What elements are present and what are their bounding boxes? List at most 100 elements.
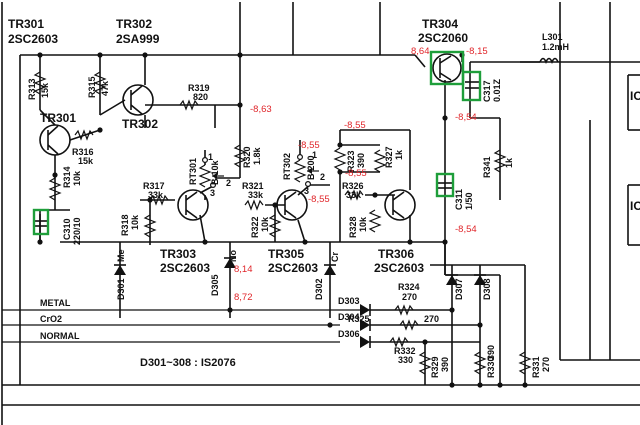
measurement-d305-anode: 8,72 (234, 292, 253, 303)
trimmer-rt302-symbol (293, 154, 319, 188)
resistor-r325 (399, 319, 419, 331)
tr306-part-label: 2SC2603 (374, 261, 424, 275)
diode-symbols (114, 257, 486, 348)
junction-dot (449, 382, 455, 388)
rt301-pin1-label: 1 (208, 152, 213, 162)
tr301-symbol-label: TR301 (40, 111, 76, 125)
r325-value-label: 270 (424, 314, 439, 324)
junction-dot (337, 169, 343, 175)
measurement-r323-top: -8,55 (344, 120, 366, 131)
r315-ref-label: R315 (87, 76, 97, 98)
r327-ref-label: R327 (384, 146, 394, 168)
resistor-r331 (518, 351, 532, 375)
r321-value-label: 33k (248, 190, 264, 200)
c310-value-label: 220/10 (72, 217, 82, 245)
resistor-r314 (48, 177, 62, 201)
r320-ref-label: R320 (242, 146, 252, 168)
measurement-tr304-base: 8,64 (411, 46, 430, 57)
r331-ref-label: R331 (531, 356, 541, 378)
c311-highlight-box (435, 172, 455, 198)
l301-ref-label: L301 (542, 32, 563, 42)
capacitor-c311-symbol (435, 172, 455, 198)
diode-d308 (474, 274, 486, 285)
d303-label: D303 (338, 296, 360, 306)
r331-value-label: 270 (541, 357, 551, 372)
d305-label: D305 (210, 274, 220, 296)
component-labels: TR301 2SC2603 TR302 2SA999 TR301 TR302 T… (8, 17, 640, 378)
junction-dot (372, 192, 378, 198)
junction-dot (202, 239, 208, 245)
junction-dot (522, 382, 528, 388)
r325-ref-label: R325 (348, 314, 370, 324)
junction-dot (97, 127, 103, 133)
r329-value-label: 390 (440, 357, 450, 372)
junction-dot (37, 52, 43, 58)
r320-value-label: 1.8k (252, 146, 262, 165)
junction-dot (422, 339, 428, 345)
resistor-r327 (373, 149, 387, 173)
junctions (37, 52, 528, 388)
r319-ref-label: R319 (188, 83, 210, 93)
r332-value-label: 330 (398, 355, 413, 365)
r328-ref-label: R328 (348, 216, 358, 238)
l301-value-label: 1.2mH (542, 42, 569, 52)
resistor-r320 (233, 144, 247, 168)
resistor-r317 (149, 194, 169, 206)
rt301-pin2-label: 2 (226, 178, 231, 188)
tr306-ref-label: TR306 (378, 247, 414, 261)
diode-d301 (114, 264, 126, 275)
resistor-r319 (179, 99, 199, 111)
r318-ref-label: R318 (120, 214, 130, 236)
measurement-tr305-collector: -8,55 (308, 194, 330, 205)
d307-label: D307 (454, 278, 464, 300)
resistor-symbols (33, 71, 532, 375)
tr303-ref-label: TR303 (160, 247, 196, 261)
rt302-pin2-label: 2 (320, 172, 325, 182)
transistor-tr301-symbol (39, 124, 71, 156)
r314-value-label: 10k (72, 170, 82, 186)
rt302-pin3-label: 3 (304, 186, 309, 196)
tr303-part-label: 2SC2603 (160, 261, 210, 275)
capacitor-c310-symbol (32, 208, 50, 240)
junction-dot (477, 382, 483, 388)
r330-value-label: 390 (486, 345, 496, 360)
r326-value-label: 33k (346, 190, 362, 200)
rt302-pin1-label: 1 (312, 150, 317, 160)
tr302-part-label: 2SA999 (116, 32, 160, 46)
ic-bottom-label: IC (630, 199, 640, 213)
tr302-symbol-label: TR302 (122, 117, 158, 131)
resistor-r315 (93, 71, 107, 95)
measurement-tr302-collector: -8,63 (250, 104, 272, 115)
transistor-tr305-symbol (276, 189, 308, 221)
tr302-ref-label: TR302 (116, 17, 152, 31)
junction-dot (477, 322, 483, 328)
rt302-value-label: B-200 (306, 155, 316, 180)
switch-label-cr: Cr (330, 252, 340, 262)
r316-value-label: 15k (78, 156, 94, 166)
transistor-tr302-symbol (122, 84, 154, 116)
rt302-ref-label: RT302 (282, 153, 292, 180)
measurement-c311-bottom: -8,54 (455, 224, 477, 235)
transistor-tr306-symbol (384, 189, 416, 221)
r316-ref-label: R316 (72, 147, 94, 157)
d304-label: D304 (338, 312, 360, 322)
diode-d304 (360, 319, 371, 331)
diode-d307 (446, 274, 458, 285)
tr305-ref-label: TR305 (268, 247, 304, 261)
d308-label: D308 (482, 278, 492, 300)
line-label-normal: NORMAL (40, 331, 80, 341)
c310-ref-label: C310 (62, 218, 72, 240)
r318-value-label: 10k (130, 214, 140, 230)
r319-value-label: 820 (193, 92, 208, 102)
r313-value-label: 15k (40, 82, 50, 98)
diode-note-label: D301~308 : IS2076 (140, 357, 236, 369)
r315-value-label: 47k (100, 80, 110, 96)
r314-ref-label: R314 (62, 166, 72, 188)
switch-label-me: Me (116, 249, 126, 262)
c310-highlight-box (32, 208, 50, 236)
resistor-r326 (344, 189, 364, 201)
junction-dot (237, 52, 243, 58)
diode-d306 (360, 336, 371, 348)
c311-ref-label: C311 (454, 189, 464, 210)
